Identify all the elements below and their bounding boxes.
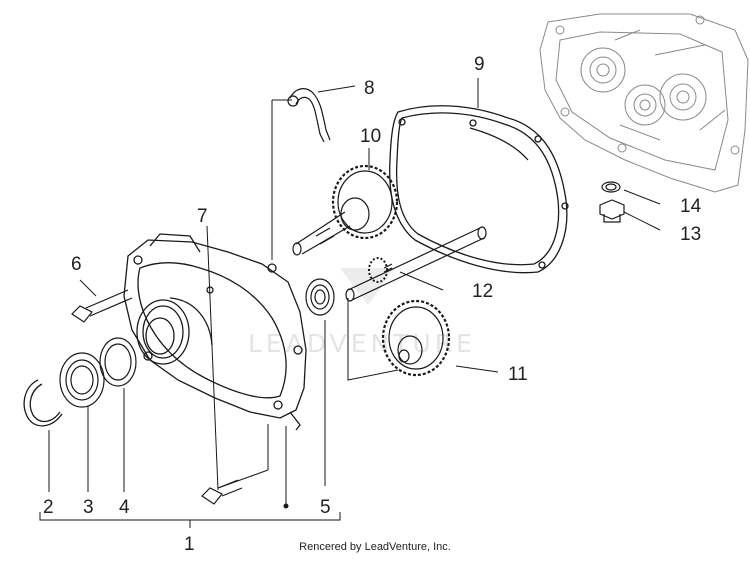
callout-1: 1 <box>184 534 195 555</box>
callout-11: 11 <box>508 364 528 385</box>
callout-2: 2 <box>43 497 54 518</box>
footer-credit: Rencered by LeadVenture, Inc. <box>299 541 451 553</box>
bolt-7 <box>201 479 243 505</box>
gear-10 <box>292 164 399 256</box>
callout-4: 4 <box>119 497 130 518</box>
drain-plug-13 <box>599 199 625 223</box>
callout-3: 3 <box>83 497 94 518</box>
callout-7: 7 <box>197 206 208 227</box>
gear-cover <box>123 233 307 431</box>
breather-hose <box>287 88 331 143</box>
bearing-3 <box>59 352 105 408</box>
callout-13: 13 <box>680 224 701 245</box>
leader-dot <box>283 503 289 509</box>
oil-seal-4 <box>99 337 137 387</box>
callout-9: 9 <box>474 54 485 75</box>
bearing-5 <box>305 278 335 316</box>
callout-12: 12 <box>472 281 493 302</box>
callout-10: 10 <box>360 126 381 147</box>
transmission-housing <box>539 13 749 193</box>
bolt-6 <box>71 289 133 323</box>
callout-5: 5 <box>320 497 331 518</box>
gear-11 <box>381 299 451 377</box>
washer-14 <box>601 181 621 193</box>
snap-ring-2 <box>23 379 63 427</box>
shaft-12 <box>345 226 487 302</box>
leader-lines <box>39 78 661 528</box>
callout-6: 6 <box>71 254 82 275</box>
callout-labels: 1 2 3 4 5 6 7 8 9 10 11 12 13 14 <box>43 54 702 555</box>
callout-14: 14 <box>680 196 702 217</box>
gasket <box>389 105 569 274</box>
watermark: LEADVENTURE <box>248 268 476 358</box>
watermark-text: LEADVENTURE <box>248 329 476 358</box>
callout-8: 8 <box>364 78 375 99</box>
